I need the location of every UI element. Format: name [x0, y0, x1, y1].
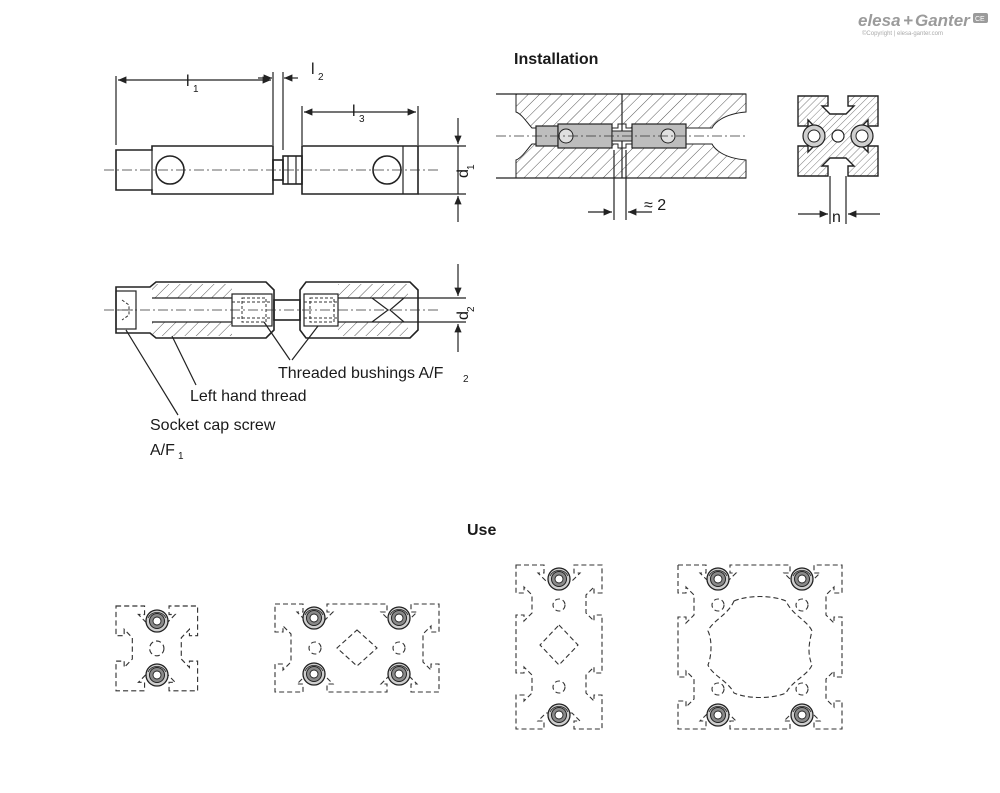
dim-approx-gap: ≈ 2 — [644, 197, 666, 214]
dim-l2: l — [311, 61, 315, 78]
dim-d1: d — [455, 169, 472, 178]
dim-d2: d — [455, 311, 472, 320]
dim-l1: l — [186, 73, 190, 90]
brand-logo: elesa + Ganter ©Copyright | elesa-ganter… — [858, 11, 988, 37]
ce-badge — [973, 13, 988, 23]
dim-l3-sub: 3 — [359, 114, 365, 125]
use-heading: Use — [467, 522, 496, 539]
use-example-single — [115, 605, 199, 692]
dim-n: n — [832, 209, 841, 226]
callout-socket-af-sub: 1 — [178, 451, 184, 462]
dim-l3: l — [352, 103, 356, 120]
callout-threaded-bushings: Threaded bushings A/F — [278, 365, 444, 382]
logo-elesa: elesa — [858, 11, 901, 30]
logo-ganter: Ganter — [915, 11, 971, 30]
use-example-double-tall — [515, 564, 603, 730]
ce-badge-text: CE — [975, 16, 985, 23]
use-example-quad — [677, 564, 843, 730]
callout-socket-af: A/F — [150, 442, 175, 459]
use-example-double-wide — [274, 603, 440, 693]
installation-section-view: ≈ 2 — [496, 93, 747, 220]
connector-section-view: d 2 Threaded bushings A/F 2 Left hand th… — [104, 264, 477, 462]
callout-left-hand-thread: Left hand thread — [190, 388, 307, 405]
logo-plus: + — [903, 11, 913, 30]
installation-profile-end-view: n — [797, 95, 880, 226]
dim-d2-sub: 2 — [466, 306, 477, 312]
installation-heading: Installation — [514, 51, 598, 68]
dim-l1-sub: 1 — [193, 84, 199, 95]
logo-copyright: ©Copyright | elesa-ganter.com — [862, 30, 943, 37]
connector-elevation-view: l 1 l 2 l 3 d 1 — [104, 61, 477, 222]
dim-d1-sub: 1 — [466, 164, 477, 170]
callout-threaded-bushings-sub: 2 — [463, 374, 469, 385]
dim-l2-sub: 2 — [318, 72, 324, 83]
callout-socket-cap-screw: Socket cap screw — [150, 417, 276, 434]
